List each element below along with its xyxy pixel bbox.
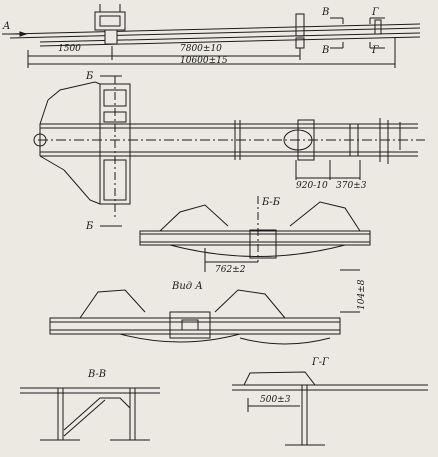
dim-1040: 104±8 <box>357 279 367 310</box>
view-a-title: Вид А <box>172 281 203 292</box>
dim-920: 920-10 <box>296 181 328 191</box>
cut-v-top-label: В <box>322 7 330 18</box>
cut-v-bottom-label: В <box>322 45 330 56</box>
dim-370: 370±3 <box>336 181 367 191</box>
cut-g-top-label: Г <box>372 7 379 18</box>
section-vv-title: В-В <box>88 369 107 380</box>
section-gg-title: Г-Г <box>312 357 329 368</box>
cut-g-bottom-label: Г <box>372 45 379 56</box>
section-bb-title: Б-Б <box>262 197 281 208</box>
section-vv-drawing <box>20 387 160 441</box>
dim-7800: 7800±10 <box>180 44 222 54</box>
cut-b-bottom-label: Б <box>86 221 94 232</box>
side-view-frame <box>2 4 421 68</box>
plan-view-frame <box>33 75 425 227</box>
view-a-drawing <box>49 269 360 345</box>
section-gg-drawing <box>232 371 428 446</box>
cut-b-top-label: Б <box>86 71 94 82</box>
dim-500: 500±3 <box>260 395 291 405</box>
dim-1500: 1500 <box>58 44 81 54</box>
section-bb-drawing <box>139 196 371 272</box>
dim-10600: 10600±15 <box>180 56 228 66</box>
dim-762: 762±2 <box>215 265 246 275</box>
arrow-a-label: A <box>3 21 11 32</box>
